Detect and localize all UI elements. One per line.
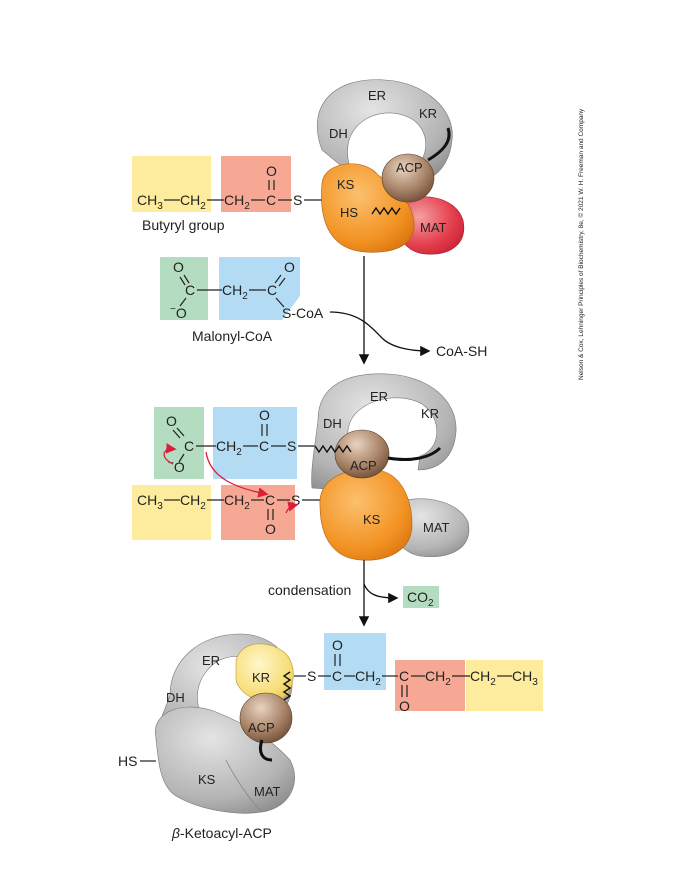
svg-text:ACP: ACP <box>350 458 377 473</box>
svg-text:ACP: ACP <box>248 720 275 735</box>
ch2-label: CH <box>180 192 200 208</box>
svg-text:S: S <box>291 492 300 508</box>
copyright-credit: Nelson & Cox, Lehninger Principles of Bi… <box>577 108 585 380</box>
svg-text:MAT: MAT <box>254 784 281 799</box>
s-coa-label: S-CoA <box>282 305 324 321</box>
svg-text:ER: ER <box>368 88 386 103</box>
svg-text:CH2: CH2 <box>224 192 250 212</box>
electron-arrow-1 <box>163 443 177 465</box>
svg-text:ER: ER <box>202 653 220 668</box>
carbonyl-o: O <box>266 163 277 179</box>
malonyl-acyl-box <box>219 257 300 320</box>
panel-2: O C −O CH2 C O S CH3 CH2 CH2 C O S <box>132 373 470 561</box>
thioester-s: S <box>293 192 302 208</box>
carboxylate-box <box>160 257 208 320</box>
svg-text:O: O <box>259 407 270 423</box>
svg-text:S: S <box>287 438 296 454</box>
acp-domain <box>381 153 435 203</box>
svg-text:CH2: CH2 <box>224 492 250 512</box>
co2-label: CO <box>407 589 428 605</box>
svg-text:DH: DH <box>323 416 342 431</box>
acp-domain-3 <box>239 692 293 744</box>
svg-text:C: C <box>267 282 277 298</box>
coa-sh-label: CoA-SH <box>436 343 487 359</box>
svg-text:DH: DH <box>329 126 348 141</box>
svg-text:CH2: CH2 <box>180 492 206 512</box>
svg-text:CH2: CH2 <box>355 668 381 688</box>
svg-text:KR: KR <box>419 106 437 121</box>
svg-text:C: C <box>332 668 342 684</box>
svg-text:MAT: MAT <box>423 520 450 535</box>
svg-text:C: C <box>184 438 194 454</box>
svg-text:C: C <box>399 668 409 684</box>
svg-text:CH2: CH2 <box>425 668 451 688</box>
svg-text:KR: KR <box>421 406 439 421</box>
svg-text:CH2: CH2 <box>222 282 248 302</box>
svg-text:MAT: MAT <box>420 220 447 235</box>
malonyl-coa-label: Malonyl-CoA <box>192 328 273 344</box>
co2-release-arrow <box>363 583 399 604</box>
phosphopantetheine-arm <box>371 206 401 216</box>
svg-text:CO2: CO2 <box>407 589 434 609</box>
co2-box <box>403 586 439 608</box>
svg-text:C: C <box>185 282 195 298</box>
butyryl-group-label: Butyryl group <box>142 217 225 233</box>
condensation-label: condensation <box>268 582 351 598</box>
svg-text:CH3: CH3 <box>137 192 163 212</box>
svg-text:O: O <box>332 637 343 653</box>
svg-text:DH: DH <box>166 690 185 705</box>
svg-text:CH2: CH2 <box>216 438 242 458</box>
svg-text:ER: ER <box>370 389 388 404</box>
svg-text:O: O <box>399 698 410 714</box>
phosphopantetheine-arm-2 <box>314 444 352 454</box>
svg-text:CH3: CH3 <box>512 668 538 688</box>
svg-text:O: O <box>284 259 295 275</box>
enzyme-complex-2: ER KR DH ACP KS MAT <box>311 373 470 561</box>
svg-text:KR: KR <box>252 670 270 685</box>
svg-text:CH3: CH3 <box>137 492 163 512</box>
svg-text:KS: KS <box>337 177 355 192</box>
malonyl-coa: O C −O CH2 C O S-CoA Malonyl-CoA <box>160 257 324 344</box>
hs-free-thiol: HS <box>118 753 137 769</box>
svg-text:ACP: ACP <box>396 160 423 175</box>
panel-1: CH3 CH2 CH2 C O S Butyryl group ER KR DH… <box>132 79 465 255</box>
enzyme-complex-1: ER KR DH KS ACP HS MAT <box>316 79 465 255</box>
svg-text:C: C <box>265 492 275 508</box>
acp-domain-2 <box>334 429 390 479</box>
coa-release-arrow <box>329 311 431 357</box>
ethyl-box <box>132 156 211 212</box>
svg-text:O: O <box>173 259 184 275</box>
methylene-box <box>221 156 291 212</box>
panel-3: S C O CH2 C O CH2 CH2 CH3 ER KR DH <box>118 633 543 841</box>
carbonyl-c: C <box>266 192 276 208</box>
svg-text:CH2: CH2 <box>180 192 206 212</box>
svg-text:HS: HS <box>340 205 358 220</box>
svg-text:−O: −O <box>170 304 187 321</box>
electron-arrow-3 <box>285 501 299 514</box>
electron-arrow-2 <box>205 451 269 498</box>
ks-mat-base-3 <box>155 706 295 814</box>
svg-text:S: S <box>307 668 316 684</box>
ch3-label: CH <box>137 192 157 208</box>
svg-text:O: O <box>166 413 177 429</box>
phosphopantetheine-arm-3 <box>282 671 292 701</box>
svg-text:C: C <box>259 438 269 454</box>
svg-text:KS: KS <box>198 772 216 787</box>
enzyme-complex-3: ER KR DH ACP KS MAT HS <box>118 633 295 814</box>
svg-text:CH2: CH2 <box>470 668 496 688</box>
svg-text:O: O <box>265 521 276 537</box>
kr-domain-3 <box>235 643 294 702</box>
svg-text:KS: KS <box>363 512 381 527</box>
beta-ketoacyl-acp-label: β-Ketoacyl-ACP <box>171 825 272 841</box>
